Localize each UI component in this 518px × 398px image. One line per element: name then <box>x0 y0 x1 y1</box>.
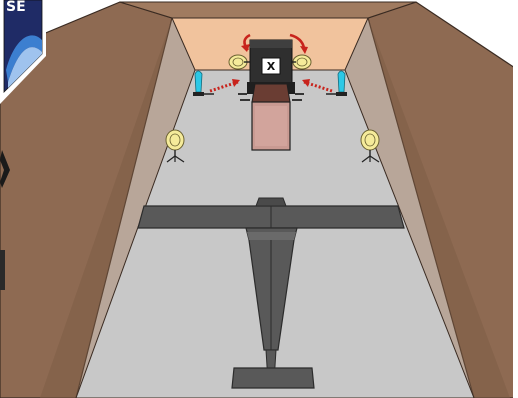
fixture-label: X <box>267 60 276 73</box>
fixture-tray-top <box>252 84 290 102</box>
logo-text: SE <box>6 0 26 15</box>
right-edge-strip <box>513 0 518 398</box>
spotlight-icon-back-right <box>292 55 311 69</box>
aircraft-tail <box>232 368 314 388</box>
top-wall-band <box>120 2 416 18</box>
